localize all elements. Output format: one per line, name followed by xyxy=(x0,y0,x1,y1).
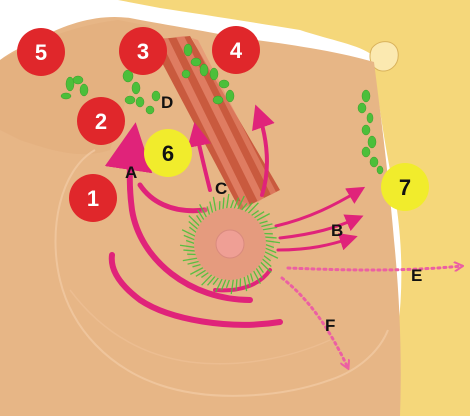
arrow-up-left xyxy=(187,122,212,192)
nipple xyxy=(215,229,245,259)
halo-spike xyxy=(199,203,208,220)
halo-spike xyxy=(183,249,197,252)
halo-spike xyxy=(197,209,206,222)
arrow-a xyxy=(104,122,253,303)
halo-spike xyxy=(263,236,277,239)
svg-text:2: 2 xyxy=(95,109,107,134)
halo-spike xyxy=(220,277,228,291)
halo-spike xyxy=(259,223,273,228)
svg-text:5: 5 xyxy=(35,40,47,65)
badge-4: 4 xyxy=(212,26,260,74)
label-a: A xyxy=(125,163,137,182)
halo-spike xyxy=(182,257,200,262)
halo-spike xyxy=(254,213,271,222)
label-e: E xyxy=(411,266,422,285)
halo-spike xyxy=(188,221,200,231)
halo-spike xyxy=(260,226,278,231)
badge-5: 5 xyxy=(17,28,65,76)
badge-7: 7 xyxy=(381,163,429,211)
arrow-b-1 xyxy=(274,186,366,228)
halo-spike xyxy=(212,196,217,214)
lymph-flow-arrows xyxy=(104,104,366,328)
halo-spike xyxy=(254,266,263,279)
areola-group xyxy=(179,193,281,295)
halo-spike xyxy=(207,274,217,286)
halo-spike xyxy=(236,195,245,212)
halo-spike xyxy=(235,277,238,291)
badge-6: 6 xyxy=(144,129,192,177)
arrow-b-2 xyxy=(278,214,364,240)
halo-spike xyxy=(188,215,202,228)
halo-spike xyxy=(243,202,253,214)
arrow-up-right xyxy=(252,104,275,197)
halo-spike xyxy=(258,260,272,273)
lymph-dotted-arrows xyxy=(280,266,462,368)
halo-spike xyxy=(187,260,201,265)
halo-spike xyxy=(195,268,208,277)
badge-2: 2 xyxy=(77,97,125,145)
arrow-a-inner xyxy=(137,182,208,214)
halo-spike xyxy=(209,201,214,215)
halo-spike xyxy=(246,273,251,287)
halo-spike xyxy=(252,268,261,285)
arrow-lower-swoop xyxy=(108,252,283,328)
label-b: B xyxy=(331,221,343,240)
lymph-nodes-axillary xyxy=(60,43,235,115)
halo-spike xyxy=(263,239,281,244)
halo-spike xyxy=(230,277,235,295)
svg-text:6: 6 xyxy=(162,141,174,166)
halo-spike xyxy=(189,266,206,275)
halo-spike xyxy=(179,244,197,249)
halo-spike xyxy=(263,246,277,254)
label-c: C xyxy=(215,179,227,198)
arrow-e-dotted xyxy=(286,266,462,270)
arrow-f-dotted xyxy=(280,276,348,368)
halo-spike xyxy=(225,193,230,211)
halo-spike xyxy=(183,234,197,242)
arrow-b-3 xyxy=(276,233,358,252)
label-f: F xyxy=(325,316,335,335)
breast-lower-contour xyxy=(69,289,331,365)
halo-spike xyxy=(252,211,265,220)
svg-text:3: 3 xyxy=(137,39,149,64)
label-d: D xyxy=(161,93,173,112)
halo-spike xyxy=(246,202,259,216)
lymph-nodes-parasternal xyxy=(357,89,384,175)
halo-spike xyxy=(215,276,224,293)
yellow-fat-region xyxy=(118,0,470,416)
svg-text:7: 7 xyxy=(399,175,411,200)
halo-spike xyxy=(262,250,279,259)
badge-3: 3 xyxy=(119,27,167,75)
halo-spike xyxy=(232,197,240,211)
shoulder-knob xyxy=(369,41,399,72)
breast-outline xyxy=(54,149,389,397)
svg-text:1: 1 xyxy=(87,186,99,211)
badge-1: 1 xyxy=(69,174,117,222)
halo-spike xyxy=(201,272,214,286)
halo-spike xyxy=(222,197,225,211)
halo-spike xyxy=(260,257,272,267)
halo-spike xyxy=(181,229,198,238)
svg-text:4: 4 xyxy=(230,38,243,63)
halo-spike xyxy=(243,274,248,292)
